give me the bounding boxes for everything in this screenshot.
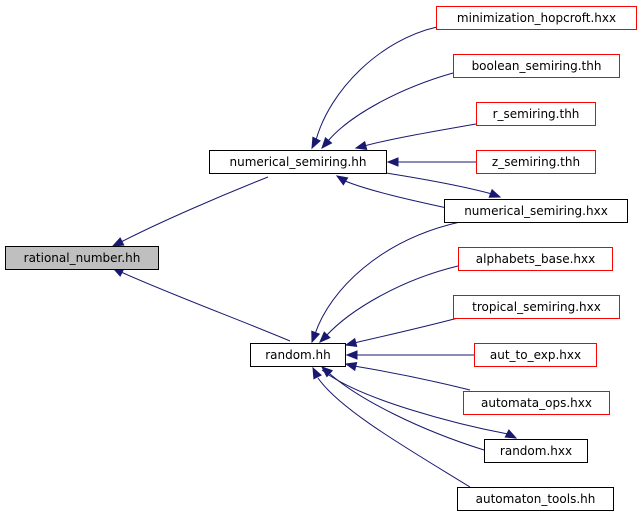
edge-tropical-semiring-to-random-arrowhead bbox=[344, 337, 358, 348]
edge-numerical-semiring-to-rational-number bbox=[120, 176, 269, 243]
node-aut-to-exp-hxx[interactable]: aut_to_exp.hxx bbox=[474, 343, 597, 367]
edge-automata-ops-to-random bbox=[353, 365, 471, 391]
node-z-semiring-thh[interactable]: z_semiring.thh bbox=[476, 150, 596, 174]
edge-random-to-random-hxx bbox=[321, 369, 509, 435]
edge-random-to-rational-number bbox=[120, 271, 291, 342]
node-minimization-hopcroft-hxx[interactable]: minimization_hopcroft.hxx bbox=[436, 6, 637, 30]
edge-alphabets-base-to-random-arrowhead bbox=[319, 331, 331, 343]
edge-r-semiring-to-numerical-semiring bbox=[363, 123, 477, 147]
node-boolean-semiring-thh[interactable]: boolean_semiring.thh bbox=[453, 54, 620, 78]
edge-boolean-semiring-to-numerical-semiring-arrowhead bbox=[321, 136, 333, 150]
edge-numerical-semiring-hxx-to-random-arrowhead bbox=[311, 330, 321, 344]
edge-numerical-semiring-hxx-to-numerical-semiring-hh-arrowhead bbox=[335, 175, 349, 186]
node-automaton-tools-hh[interactable]: automaton_tools.hh bbox=[457, 487, 614, 511]
node-alphabets-base-hxx[interactable]: alphabets_base.hxx bbox=[458, 247, 613, 271]
edge-random-hxx-to-random bbox=[329, 373, 485, 451]
edge-numerical-semiring-hxx-to-numerical-semiring-hh bbox=[344, 180, 448, 209]
edge-alphabets-base-to-random bbox=[325, 265, 459, 337]
node-r-semiring-thh[interactable]: r_semiring.thh bbox=[476, 102, 596, 126]
edge-tropical-semiring-to-random bbox=[353, 317, 459, 344]
edge-z-semiring-to-numerical-semiring-arrowhead bbox=[386, 157, 399, 167]
edge-minimization-hopcroft-to-numerical-semiring bbox=[315, 26, 438, 141]
edge-automaton-tools-to-random bbox=[317, 377, 471, 488]
node-rational-number-hh: rational_number.hh bbox=[5, 246, 159, 270]
edge-automata-ops-to-random-arrowhead bbox=[344, 361, 358, 372]
edge-random-to-random-hxx-arrowhead bbox=[504, 429, 518, 439]
node-tropical-semiring-hxx[interactable]: tropical_semiring.hxx bbox=[453, 295, 620, 319]
edge-aut-to-exp-to-random-arrowhead bbox=[345, 350, 358, 360]
edge-minimization-hopcroft-to-numerical-semiring-arrowhead bbox=[311, 136, 321, 150]
node-random-hh[interactable]: random.hh bbox=[250, 343, 346, 367]
edge-automaton-tools-to-random-arrowhead bbox=[312, 366, 322, 380]
node-automata-ops-hxx[interactable]: automata_ops.hxx bbox=[463, 391, 610, 415]
edge-numerical-semiring-hxx-to-random bbox=[314, 221, 461, 335]
node-random-hxx[interactable]: random.hxx bbox=[484, 439, 588, 463]
node-numerical-semiring-hxx[interactable]: numerical_semiring.hxx bbox=[444, 199, 628, 223]
node-numerical-semiring-hh[interactable]: numerical_semiring.hh bbox=[209, 150, 387, 174]
edge-numerical-semiring-hh-to-hxx bbox=[385, 172, 493, 195]
edge-r-semiring-to-numerical-semiring-arrowhead bbox=[354, 140, 368, 151]
edge-numerical-semiring-to-rational-number-arrowhead bbox=[111, 237, 125, 247]
edge-numerical-semiring-hh-to-hxx-arrowhead bbox=[488, 188, 502, 198]
edge-boolean-semiring-to-numerical-semiring bbox=[327, 72, 454, 142]
